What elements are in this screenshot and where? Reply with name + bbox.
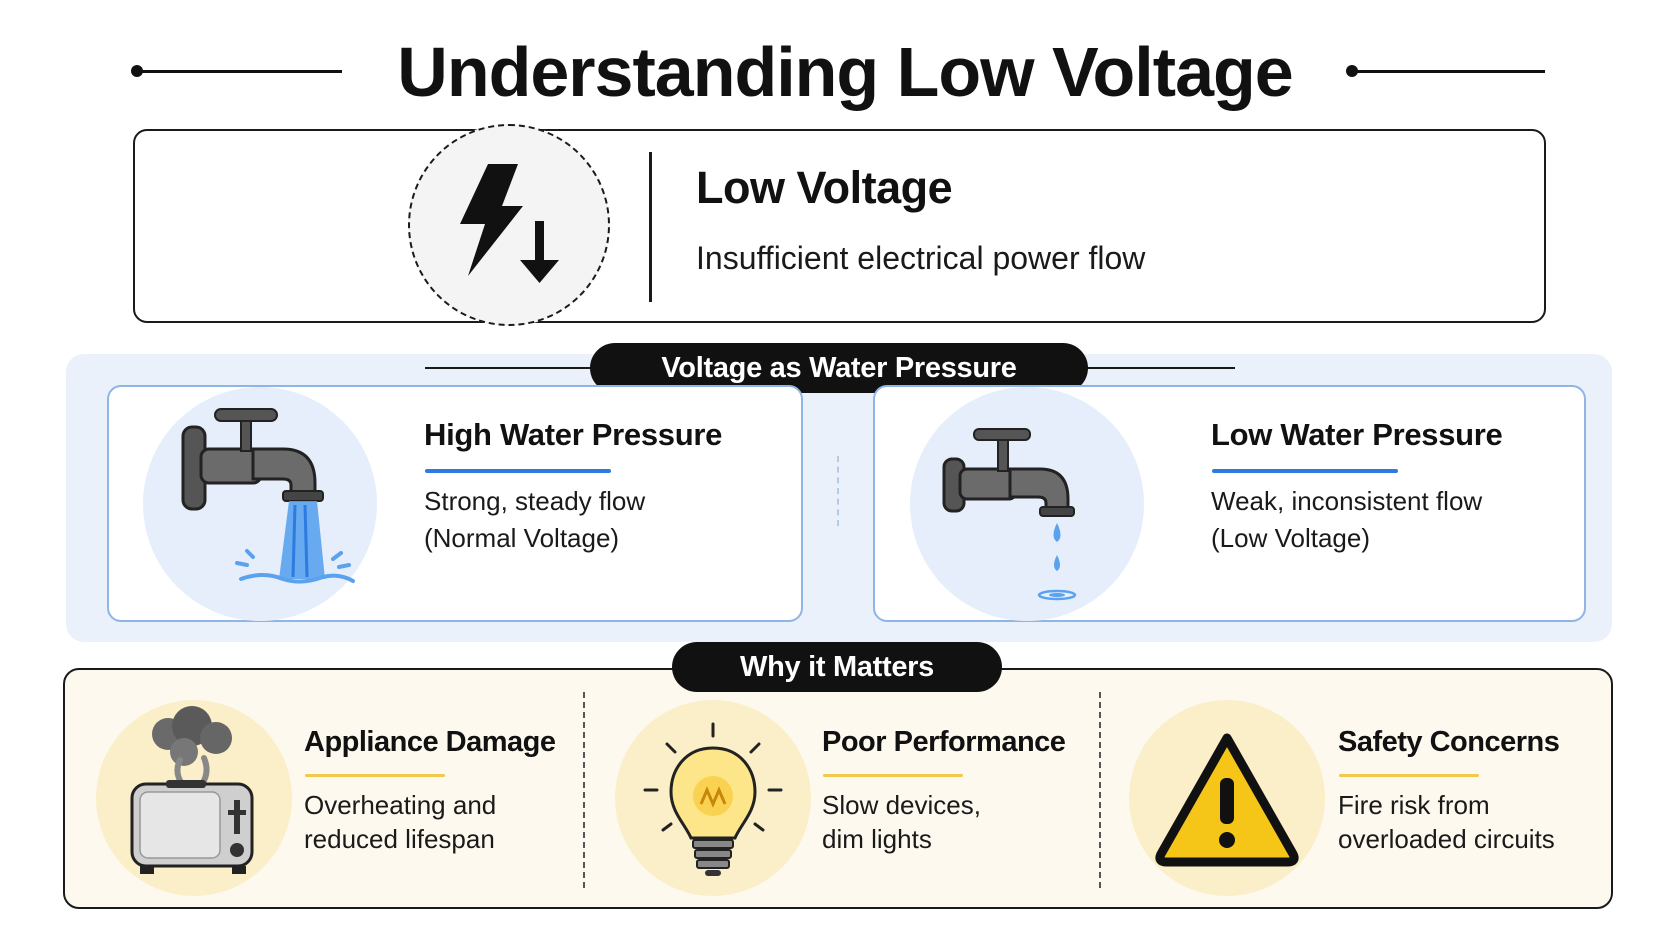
lightning-bolt-shape	[460, 164, 523, 276]
high-pressure-line2: (Normal Voltage)	[424, 523, 620, 553]
high-pressure-card: High Water Pressure Strong, steady flow …	[107, 385, 803, 622]
matter-desc-poor-performance: Slow devices, dim lights	[822, 790, 981, 854]
title-rule-left	[137, 70, 342, 73]
low-pressure-line2: (Low Voltage)	[1211, 523, 1370, 553]
warning-triangle-icon	[1129, 700, 1325, 896]
low-pressure-title: Low Water Pressure	[1211, 417, 1503, 452]
matter-item-appliance-damage: Appliance Damage Overheating and reduced…	[65, 670, 583, 906]
why-it-matters-card: Appliance Damage Overheating and reduced…	[63, 668, 1613, 909]
smoking-toaster-icon	[96, 700, 292, 896]
matter-item-poor-performance: Poor Performance Slow devices, dim light…	[585, 670, 1097, 906]
down-arrow-head	[520, 260, 559, 283]
title-rule-right	[1355, 70, 1545, 73]
analogy-rule-right	[1085, 367, 1235, 369]
title-dot-right	[1346, 65, 1358, 77]
definition-term: Low Voltage	[696, 162, 953, 213]
matter-underline-poor-performance	[823, 774, 963, 777]
faucet-dripping-icon	[910, 387, 1144, 621]
lightning-down-arrow-icon	[408, 124, 610, 326]
analogy-rule-left	[425, 367, 595, 369]
dim-lightbulb-icon	[615, 700, 811, 896]
low-pressure-underline	[1212, 469, 1398, 473]
analogy-heading: Voltage as Water Pressure	[590, 343, 1088, 393]
low-pressure-card: Low Water Pressure Weak, inconsistent fl…	[873, 385, 1586, 622]
down-arrow-shaft	[535, 221, 544, 267]
definition-card: Low Voltage Insufficient electrical powe…	[133, 124, 1546, 326]
page-title: Understanding Low Voltage	[397, 33, 1293, 111]
faucet-strong-flow-icon	[143, 387, 377, 621]
definition-description: Insufficient electrical power flow	[696, 240, 1146, 276]
high-pressure-underline	[425, 469, 611, 473]
title-bar: Understanding Low Voltage	[0, 28, 1672, 118]
matter-underline-appliance-damage	[305, 774, 445, 777]
matters-heading: Why it Matters	[672, 642, 1002, 692]
matter-separator-1	[583, 692, 585, 888]
matter-title-appliance-damage: Appliance Damage	[304, 726, 556, 758]
low-pressure-line1: Weak, inconsistent flow	[1211, 486, 1483, 516]
matter-desc-appliance-damage: Overheating and reduced lifespan	[304, 790, 497, 854]
high-pressure-title: High Water Pressure	[424, 417, 723, 452]
matter-item-safety-concerns: Safety Concerns Fire risk from overloade…	[1101, 670, 1611, 906]
matter-underline-safety-concerns	[1339, 774, 1479, 777]
definition-divider	[649, 152, 652, 302]
matter-separator-2	[1099, 692, 1101, 888]
analogy-separator	[837, 456, 839, 526]
matter-title-poor-performance: Poor Performance	[822, 726, 1066, 758]
matter-desc-safety-concerns: Fire risk from overloaded circuits	[1338, 790, 1555, 854]
matter-title-safety-concerns: Safety Concerns	[1338, 726, 1560, 758]
high-pressure-line1: Strong, steady flow	[424, 486, 646, 516]
